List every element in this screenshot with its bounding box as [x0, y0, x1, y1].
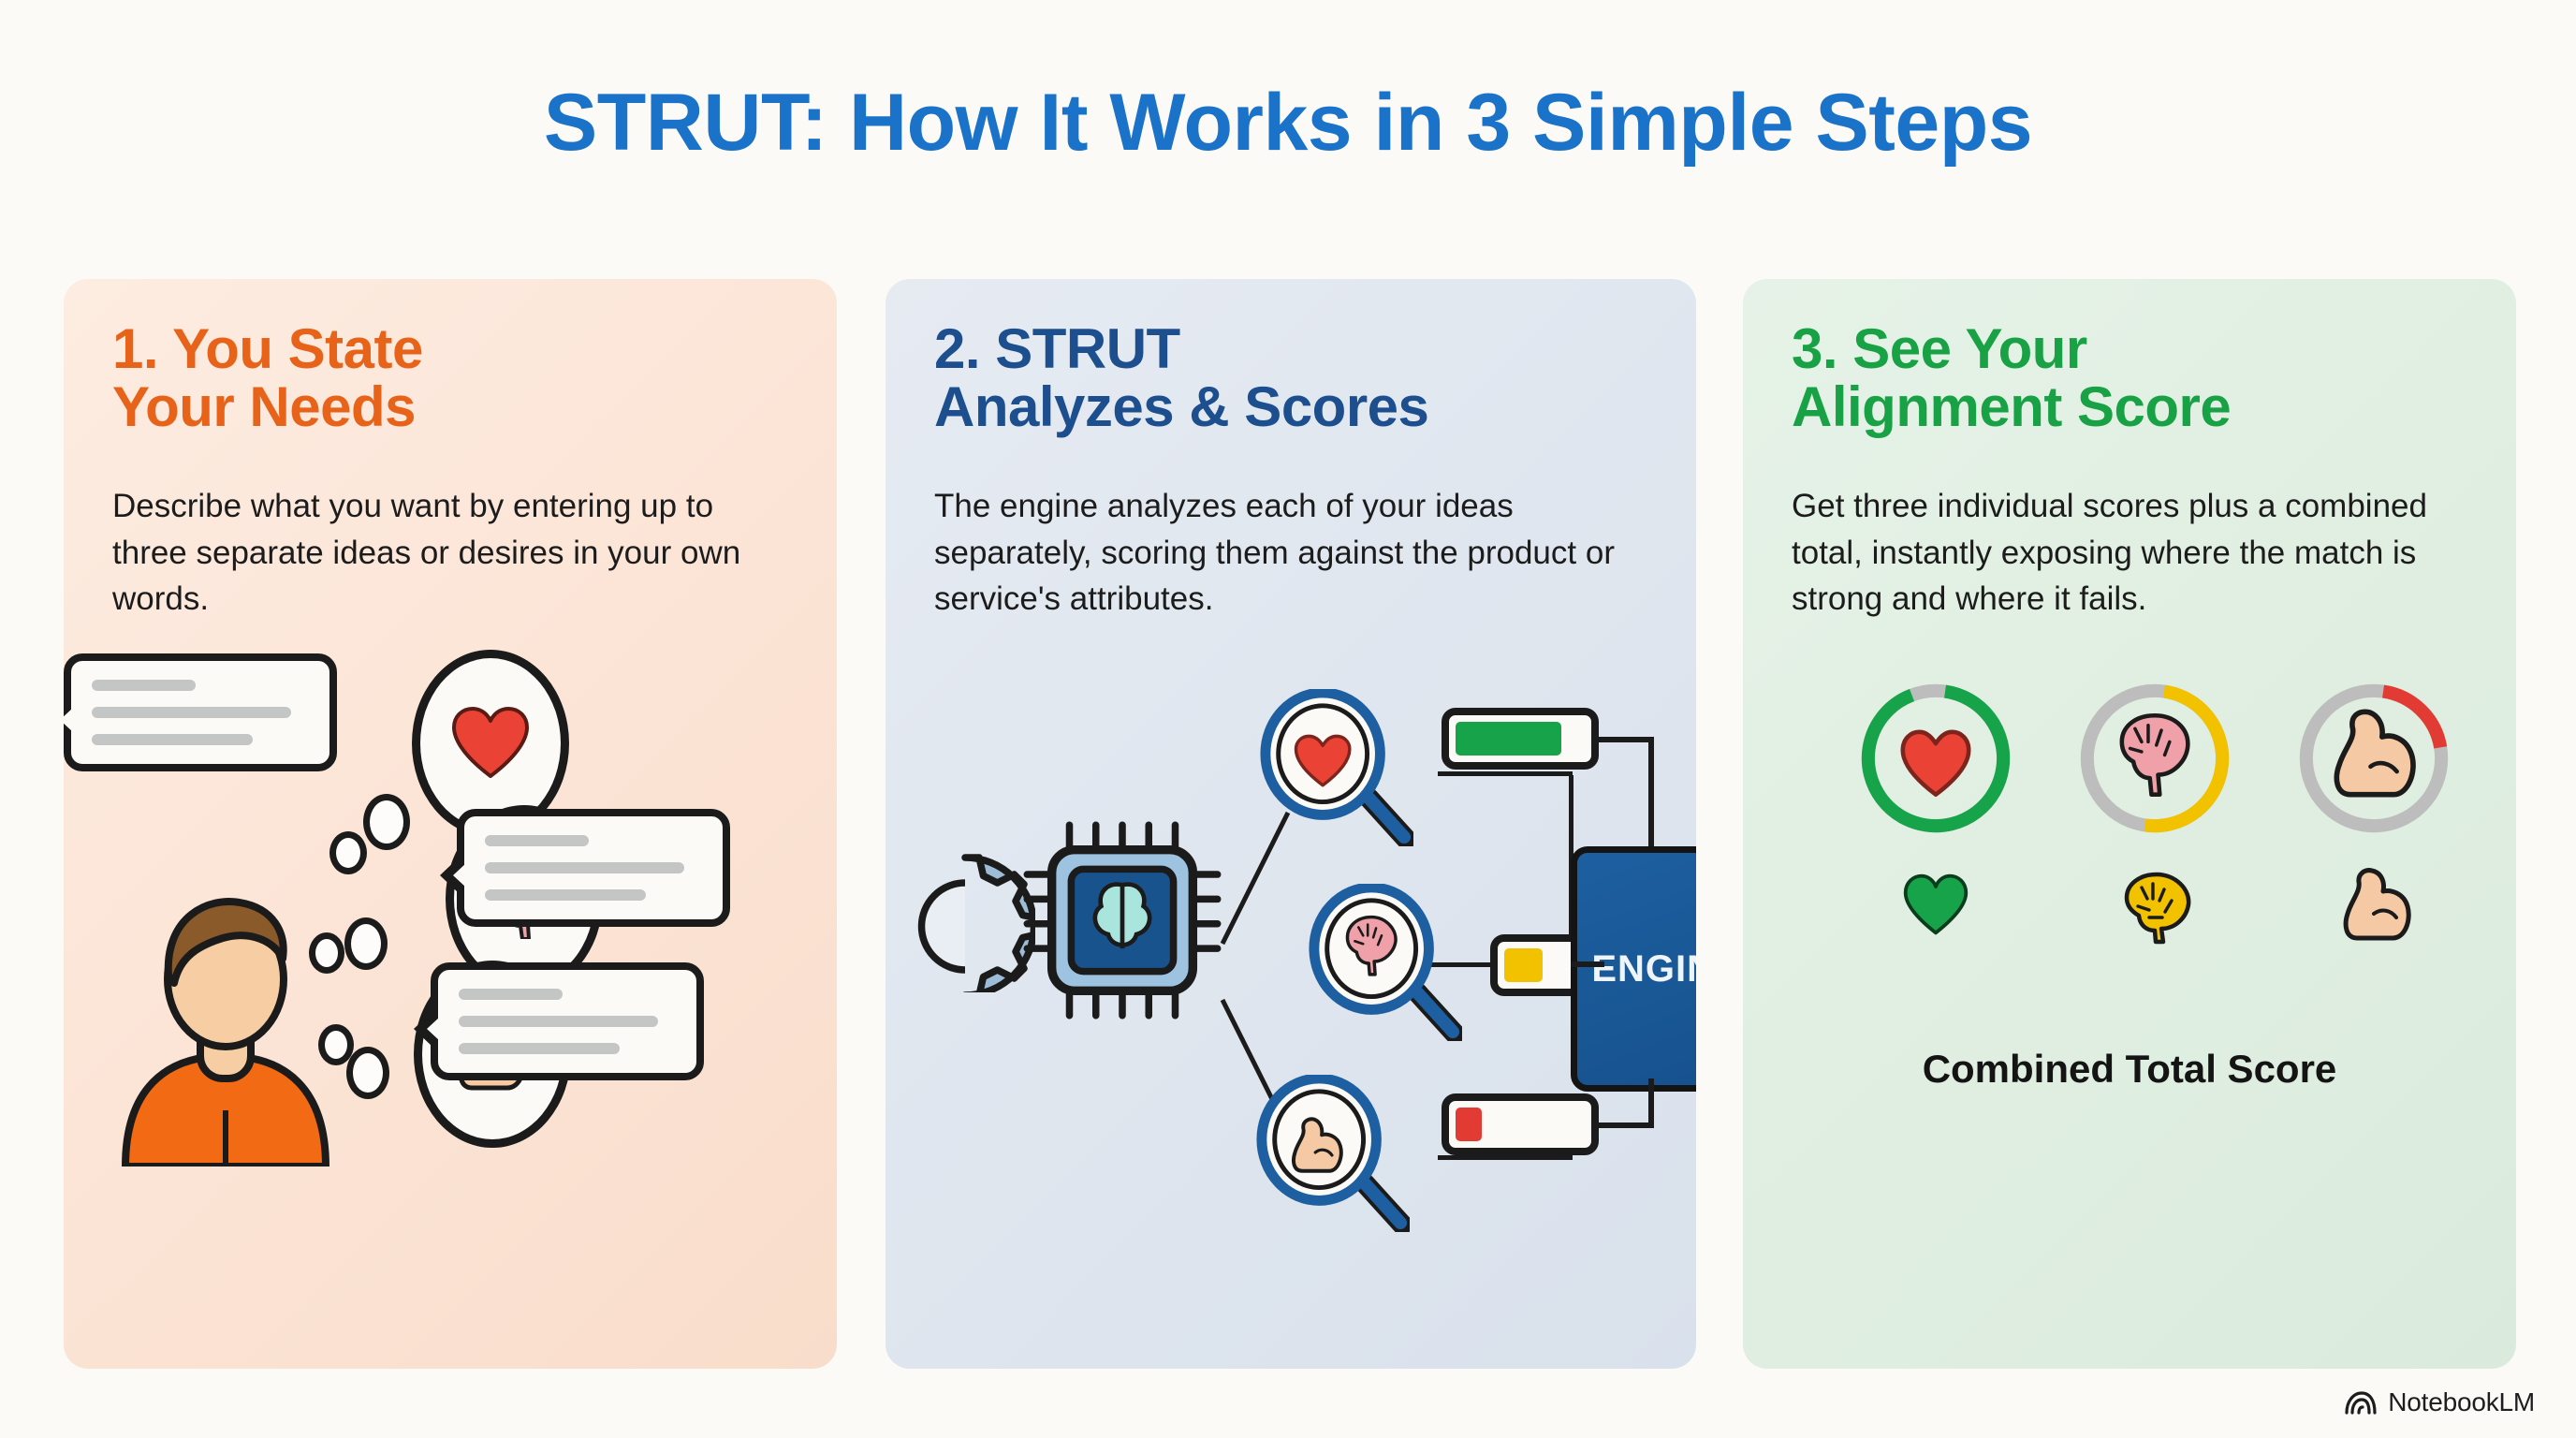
magnifier-heart-icon [1260, 689, 1413, 846]
score-bar-heart-fill [1456, 722, 1562, 756]
need-input-box-1[interactable] [64, 653, 337, 771]
cpu-chip-icon [1023, 821, 1222, 1020]
step-3-heading-line2: Alignment Score [1792, 375, 2232, 439]
step-1-heading: 1. You State Your Needs [112, 317, 799, 439]
thought-dot-small [318, 1024, 354, 1065]
placeholder-line [92, 707, 292, 718]
thought-dot-medium [363, 794, 410, 850]
placeholder-line [485, 889, 646, 901]
magnifier-bicep-icon [1256, 1075, 1410, 1232]
notebooklm-watermark: NotebookLM [2345, 1387, 2535, 1417]
engine-wires [1571, 737, 1654, 1128]
step-3-heading-line1: 3. See Your [1792, 317, 2087, 380]
step-2-illustration: ENGINE [886, 653, 1696, 1369]
need-input-box-3[interactable] [414, 962, 704, 1080]
engine-node: ENGINE [1571, 846, 1696, 1092]
magnifier-brain-icon [1309, 884, 1462, 1041]
gauge-brain [2080, 683, 2230, 833]
step-3-heading: 3. See Your Alignment Score [1792, 317, 2479, 439]
step-2-heading-line2: Analyzes & Scores [934, 375, 1429, 439]
placeholder-line [485, 835, 590, 846]
step-2-heading-line1: 2. STRUT [934, 317, 1180, 380]
thought-dot-medium [344, 917, 388, 970]
notebooklm-label: NotebookLM [2388, 1387, 2535, 1416]
placeholder-line [459, 1016, 659, 1027]
placeholder-line [459, 989, 564, 1000]
placeholder-line [485, 862, 685, 873]
step-1-heading-line1: 1. You State [112, 317, 423, 380]
step-card-2: 2. STRUT Analyzes & Scores The engine an… [886, 279, 1696, 1369]
score-bar-brain-fill [1504, 948, 1544, 982]
mini-brain-icon [2124, 872, 2191, 945]
placeholder-line [92, 734, 253, 745]
step-1-description: Describe what you want by entering up to… [112, 488, 741, 618]
step-card-3: 3. See Your Alignment Score Get three in… [1743, 279, 2516, 1369]
mini-bicep-icon [2343, 868, 2411, 941]
gauge-heart [1861, 683, 2011, 833]
score-bar-bicep [1442, 1093, 1599, 1155]
step-card-1: 1. You State Your Needs Describe what yo… [64, 279, 837, 1369]
page-title: STRUT: How It Works in 3 Simple Steps [543, 78, 2033, 168]
need-input-box-2[interactable] [440, 809, 730, 927]
heart-icon [452, 707, 529, 778]
wire-top-h [1438, 771, 1573, 776]
placeholder-line [92, 680, 197, 691]
step-2-description: The engine analyzes each of your ideas s… [934, 488, 1615, 618]
thought-dot-medium [346, 1047, 389, 1099]
combined-total-score-label: Combined Total Score [1922, 1047, 2337, 1091]
step-3-description: Get three individual scores plus a combi… [1792, 488, 2427, 618]
notebooklm-logo-icon [2345, 1391, 2377, 1415]
mini-heart-icon [1903, 873, 1969, 935]
step-1-heading-line2: Your Needs [112, 375, 416, 439]
gauge-bicep [2299, 683, 2449, 833]
thought-dot-small [309, 932, 344, 974]
wire-mid-h [1410, 962, 1492, 967]
engine-label: ENGINE [1591, 947, 1696, 990]
wire-bottom-h [1438, 1155, 1573, 1160]
step-1-illustration [64, 650, 837, 1369]
placeholder-line [459, 1043, 620, 1054]
step-3-illustration: Combined Total Score [1743, 653, 2516, 1369]
gear-icon [917, 854, 1035, 992]
thought-dot-small [329, 831, 367, 874]
step-2-heading: 2. STRUT Analyzes & Scores [934, 317, 1659, 439]
score-bar-heart [1442, 708, 1599, 770]
person-avatar-icon [121, 898, 330, 1167]
score-bar-bicep-fill [1456, 1108, 1482, 1141]
